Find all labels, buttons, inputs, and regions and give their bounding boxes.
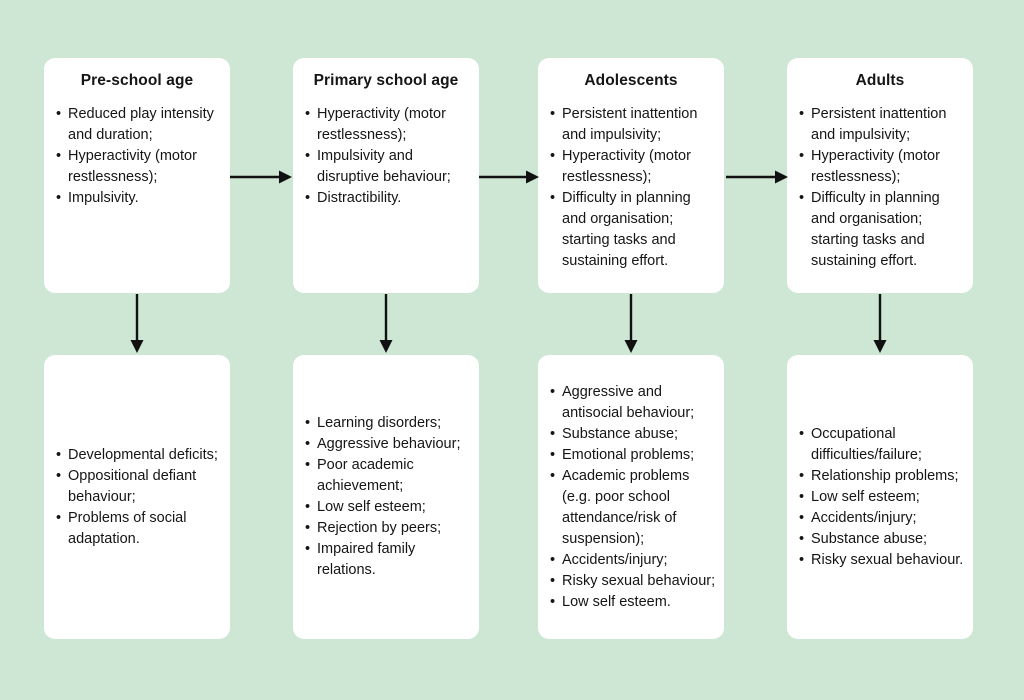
list-item: Relationship problems;	[799, 466, 965, 487]
arrow-adults-down-icon	[872, 294, 888, 353]
list-item: Emotional problems;	[550, 445, 716, 466]
primary-school-symptoms-card: Primary school age Hyperactivity (motor …	[293, 58, 479, 293]
adults-symptoms-card: Adults Persistent inattention and impuls…	[787, 58, 973, 293]
list-item: Aggressive and antisocial behaviour;	[550, 382, 716, 424]
list-item: Persistent inattention and impulsivity;	[799, 104, 965, 146]
list-item: Impulsivity and disruptive behaviour;	[305, 146, 471, 188]
list-item: Low self esteem;	[305, 497, 471, 518]
list-item: Poor academic achievement;	[305, 455, 471, 497]
list-item: Problems of social adaptation.	[56, 508, 222, 550]
list-item: Risky sexual behaviour;	[550, 571, 716, 592]
list-item: Difficulty in planning and organisation;…	[799, 188, 965, 272]
list-item: Accidents/injury;	[799, 508, 965, 529]
arrow-preschool-to-primary-icon	[230, 169, 292, 185]
list-item: Learning disorders;	[305, 413, 471, 434]
list-item: Aggressive behaviour;	[305, 434, 471, 455]
adolescents-symptoms-card: Adolescents Persistent inattention and i…	[538, 58, 724, 293]
arrow-adolescents-down-icon	[623, 294, 639, 353]
preschool-outcome-list: Developmental deficits; Oppositional def…	[56, 445, 222, 550]
list-item: Hyperactivity (motor restlessness);	[305, 104, 471, 146]
list-item: Reduced play intensity and duration;	[56, 104, 222, 146]
list-item: Hyperactivity (motor restlessness);	[550, 146, 716, 188]
adolescents-symptom-list: Persistent inattention and impulsivity; …	[550, 104, 716, 272]
primary-school-outcomes-card: Learning disorders; Aggressive behaviour…	[293, 355, 479, 639]
adults-symptom-list: Persistent inattention and impulsivity; …	[799, 104, 965, 272]
list-item: Rejection by peers;	[305, 518, 471, 539]
list-item: Developmental deficits;	[56, 445, 222, 466]
list-item: Hyperactivity (motor restlessness);	[799, 146, 965, 188]
preschool-outcomes-card: Developmental deficits; Oppositional def…	[44, 355, 230, 639]
arrow-primary-down-icon	[378, 294, 394, 353]
list-item: Substance abuse;	[550, 424, 716, 445]
list-item: Impulsivity.	[56, 188, 222, 209]
arrow-primary-to-adolescents-icon	[479, 169, 539, 185]
adults-outcomes-card: Occupational difficulties/failure; Relat…	[787, 355, 973, 639]
adolescents-title: Adolescents	[584, 72, 678, 89]
adults-outcome-list: Occupational difficulties/failure; Relat…	[799, 424, 965, 571]
list-item: Occupational difficulties/failure;	[799, 424, 965, 466]
list-item: Risky sexual behaviour.	[799, 550, 965, 571]
primary-school-outcome-list: Learning disorders; Aggressive behaviour…	[305, 413, 471, 581]
list-item: Oppositional defiant behaviour;	[56, 466, 222, 508]
arrow-adolescents-to-adults-icon	[726, 169, 788, 185]
list-item: Impaired family relations.	[305, 539, 471, 581]
adults-title: Adults	[855, 72, 905, 89]
list-item: Accidents/injury;	[550, 550, 716, 571]
primary-school-symptom-list: Hyperactivity (motor restlessness); Impu…	[305, 104, 471, 209]
list-item: Persistent inattention and impulsivity;	[550, 104, 716, 146]
adolescents-outcomes-card: Aggressive and antisocial behaviour; Sub…	[538, 355, 724, 639]
list-item: Distractibility.	[305, 188, 471, 209]
list-item: Substance abuse;	[799, 529, 965, 550]
arrow-preschool-down-icon	[129, 294, 145, 353]
list-item: Difficulty in planning and organisation;…	[550, 188, 716, 272]
primary-school-title: Primary school age	[313, 72, 459, 89]
preschool-symptom-list: Reduced play intensity and duration; Hyp…	[56, 104, 222, 209]
adolescents-outcome-list: Aggressive and antisocial behaviour; Sub…	[550, 382, 716, 613]
list-item: Hyperactivity (motor restlessness);	[56, 146, 222, 188]
list-item: Academic problems (e.g. poor school atte…	[550, 466, 716, 550]
list-item: Low self esteem.	[550, 592, 716, 613]
preschool-symptoms-card: Pre-school age Reduced play intensity an…	[44, 58, 230, 293]
preschool-title: Pre-school age	[80, 72, 194, 89]
list-item: Low self esteem;	[799, 487, 965, 508]
